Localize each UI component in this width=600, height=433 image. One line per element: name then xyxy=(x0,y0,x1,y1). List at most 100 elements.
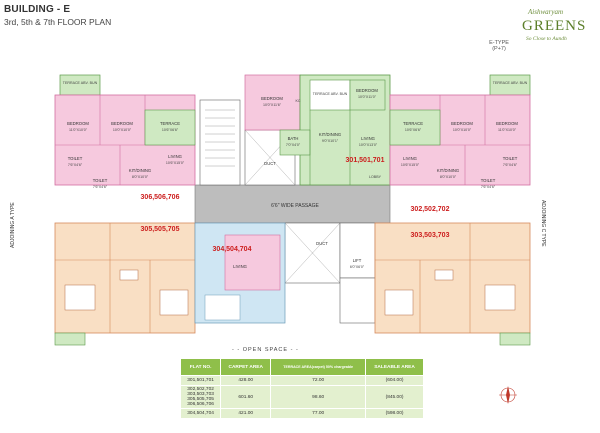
etype-line2: (P+7) xyxy=(492,46,506,52)
bedroom-c-size: 10'0"X11'6" xyxy=(263,103,282,107)
etype-label: E-TYPE (P+7) xyxy=(484,40,514,52)
terrace-l: TERRACE xyxy=(160,121,180,126)
flat-302-label: 302,502,702 xyxy=(411,206,450,213)
plan-subtitle: 3rd, 5th & 7th FLOOR PLAN xyxy=(4,17,112,27)
toilet-r2-size: 7'6"X4'6" xyxy=(481,185,496,189)
bedroom-l2-size: 10'0"X10'0" xyxy=(113,128,132,132)
bath-c-size: 7'0"X4'0" xyxy=(286,143,301,147)
cell-flat-line: 305,505,705 xyxy=(187,397,214,402)
bath-c: BATH xyxy=(288,136,299,141)
table-row: 301,501,701 428.00 72.00 (604.00) xyxy=(179,375,424,386)
area-table-header: FLAT NO. CARPET AREA TERRACE AREA(carpet… xyxy=(179,358,424,376)
terrace-bottom-right xyxy=(499,332,531,346)
table-row: 302,502,702 303,503,703 305,505,705 306,… xyxy=(179,385,424,409)
flat-303-plan xyxy=(374,222,531,334)
flat-301-label: 301,501,701 xyxy=(346,157,385,164)
passage-label: 6'6" WIDE PASSAGE xyxy=(271,203,319,209)
duct-upper-label: DUCT xyxy=(264,161,276,166)
plan-title: BUILDING - E xyxy=(4,4,71,15)
adjoining-left-label: ADJOINING A TYPE xyxy=(10,202,16,248)
terrace-bottom-left xyxy=(54,332,86,346)
cell-saleable: (598.00) xyxy=(365,408,424,419)
cell-flat-line: 303,503,703 xyxy=(187,392,214,397)
cell-flat-line: 306,506,706 xyxy=(187,402,214,407)
terrace-abv-right: TERRACE ABV. BUN xyxy=(493,81,528,85)
cell-saleable: (845.00) xyxy=(365,385,424,409)
cell-saleable: (604.00) xyxy=(365,375,424,386)
toilet-l: TOILET xyxy=(68,156,83,161)
kc-label: KC xyxy=(296,99,301,103)
cell-carpet: 428.00 xyxy=(220,375,272,386)
etype-line1: E-TYPE xyxy=(489,40,509,46)
col-flat-no: FLAT NO. xyxy=(179,358,222,376)
living-bl: LIVING xyxy=(233,264,247,269)
flat-304-label: 304,504,704 xyxy=(213,246,252,253)
logo-tagline: So Close to Aundh xyxy=(526,36,567,42)
lift-size: 6'0"X6'0" xyxy=(350,265,365,269)
flat-301-plan xyxy=(244,74,391,186)
living-l-size: 10'6"X15'0" xyxy=(166,161,185,165)
lift-shaft xyxy=(339,222,376,279)
toilet-l2: TOILET xyxy=(93,178,108,183)
flat-304-plan xyxy=(194,222,286,324)
bedroom-r2: BEDROOM xyxy=(496,121,518,126)
lift-label: LIFT xyxy=(353,258,362,263)
bedroom-r1-size: 10'0"X10'0" xyxy=(453,128,472,132)
flat-306-plan xyxy=(54,74,196,186)
toilet-r: TOILET xyxy=(503,156,518,161)
cell-flat: 304,504,704 xyxy=(179,408,222,419)
bedroom-c: BEDROOM xyxy=(261,96,283,101)
cell-flat-multi: 302,502,702 303,503,703 305,505,705 306,… xyxy=(179,385,222,409)
adjoining-right-label: ADJOINING C TYPE xyxy=(540,200,546,247)
kit-r-size: 8'0"X10'0" xyxy=(440,175,457,179)
logo-tagline-top: Aishwaryam xyxy=(528,8,563,16)
col-saleable: SALEABLE AREA xyxy=(365,358,424,376)
cell-terrace: 72.00 xyxy=(270,375,367,386)
kit-c: KIT/DINING xyxy=(319,132,341,137)
flat-305-plan xyxy=(54,222,196,334)
kit-l-size: 8'0"X10'0" xyxy=(132,175,149,179)
logo-brand: GREENS xyxy=(522,18,587,34)
kit-r: KIT/DINING xyxy=(437,168,459,173)
staircase-left xyxy=(199,99,241,186)
toilet-l2-size: 7'6"X4'6" xyxy=(93,185,108,189)
area-table: FLAT NO. CARPET AREA TERRACE AREA(carpet… xyxy=(179,358,424,419)
bedroom-l2: BEDROOM xyxy=(111,121,133,126)
flat-306-label: 306,506,706 xyxy=(141,194,180,201)
stair-lower-right xyxy=(339,277,376,324)
stair-treads xyxy=(205,109,235,167)
terrace-r: TERRACE xyxy=(403,121,423,126)
terrace-abv-left: TERRACE ABV. BUN xyxy=(63,81,98,85)
table-row: 304,504,704 421.00 77.00 (598.00) xyxy=(179,408,424,419)
cell-carpet: 421.00 xyxy=(220,408,272,419)
toilet-r2: TOILET xyxy=(481,178,496,183)
kit-l: KIT/DINING xyxy=(129,168,151,173)
col-terrace: TERRACE AREA(carpet) 50% chargeable xyxy=(270,358,367,376)
cell-flat-line: 302,502,702 xyxy=(187,387,214,392)
north-arrow-icon xyxy=(499,386,517,404)
bedroom-l1: BEDROOM xyxy=(67,121,89,126)
living-c: LIVING xyxy=(361,136,375,141)
kit-c-size: 9'0"X10'1" xyxy=(322,139,339,143)
duct-lower-label: DUCT xyxy=(316,241,328,246)
passage-area xyxy=(194,184,391,224)
cell-carpet: 601.60 xyxy=(220,385,272,409)
terrace-c: TERRACE ABV. BUN xyxy=(313,92,348,96)
bedroom-r2-size: 11'0"X10'0" xyxy=(498,128,517,132)
living-c-size: 10'0"X13'0" xyxy=(359,143,378,147)
open-space-label: - - OPEN SPACE - - xyxy=(232,347,299,353)
flat-302-plan xyxy=(389,74,531,186)
bedroom-c2: BEDROOM xyxy=(356,88,378,93)
flat-305-label: 305,505,705 xyxy=(141,226,180,233)
cell-flat: 301,501,701 xyxy=(179,375,222,386)
cell-terrace: 77.00 xyxy=(270,408,367,419)
lobby-label: LOBBY xyxy=(369,175,382,179)
cell-terrace: 98.60 xyxy=(270,385,367,409)
living-r: LIVING xyxy=(403,156,417,161)
bedroom-l1-size: 11'0"X10'0" xyxy=(69,128,88,132)
terrace-r-size: 10'6"X6'6" xyxy=(405,128,422,132)
living-l: LIVING xyxy=(168,154,182,159)
toilet-l-size: 7'6"X4'6" xyxy=(68,163,83,167)
toilet-r-size: 7'6"X4'6" xyxy=(503,163,518,167)
